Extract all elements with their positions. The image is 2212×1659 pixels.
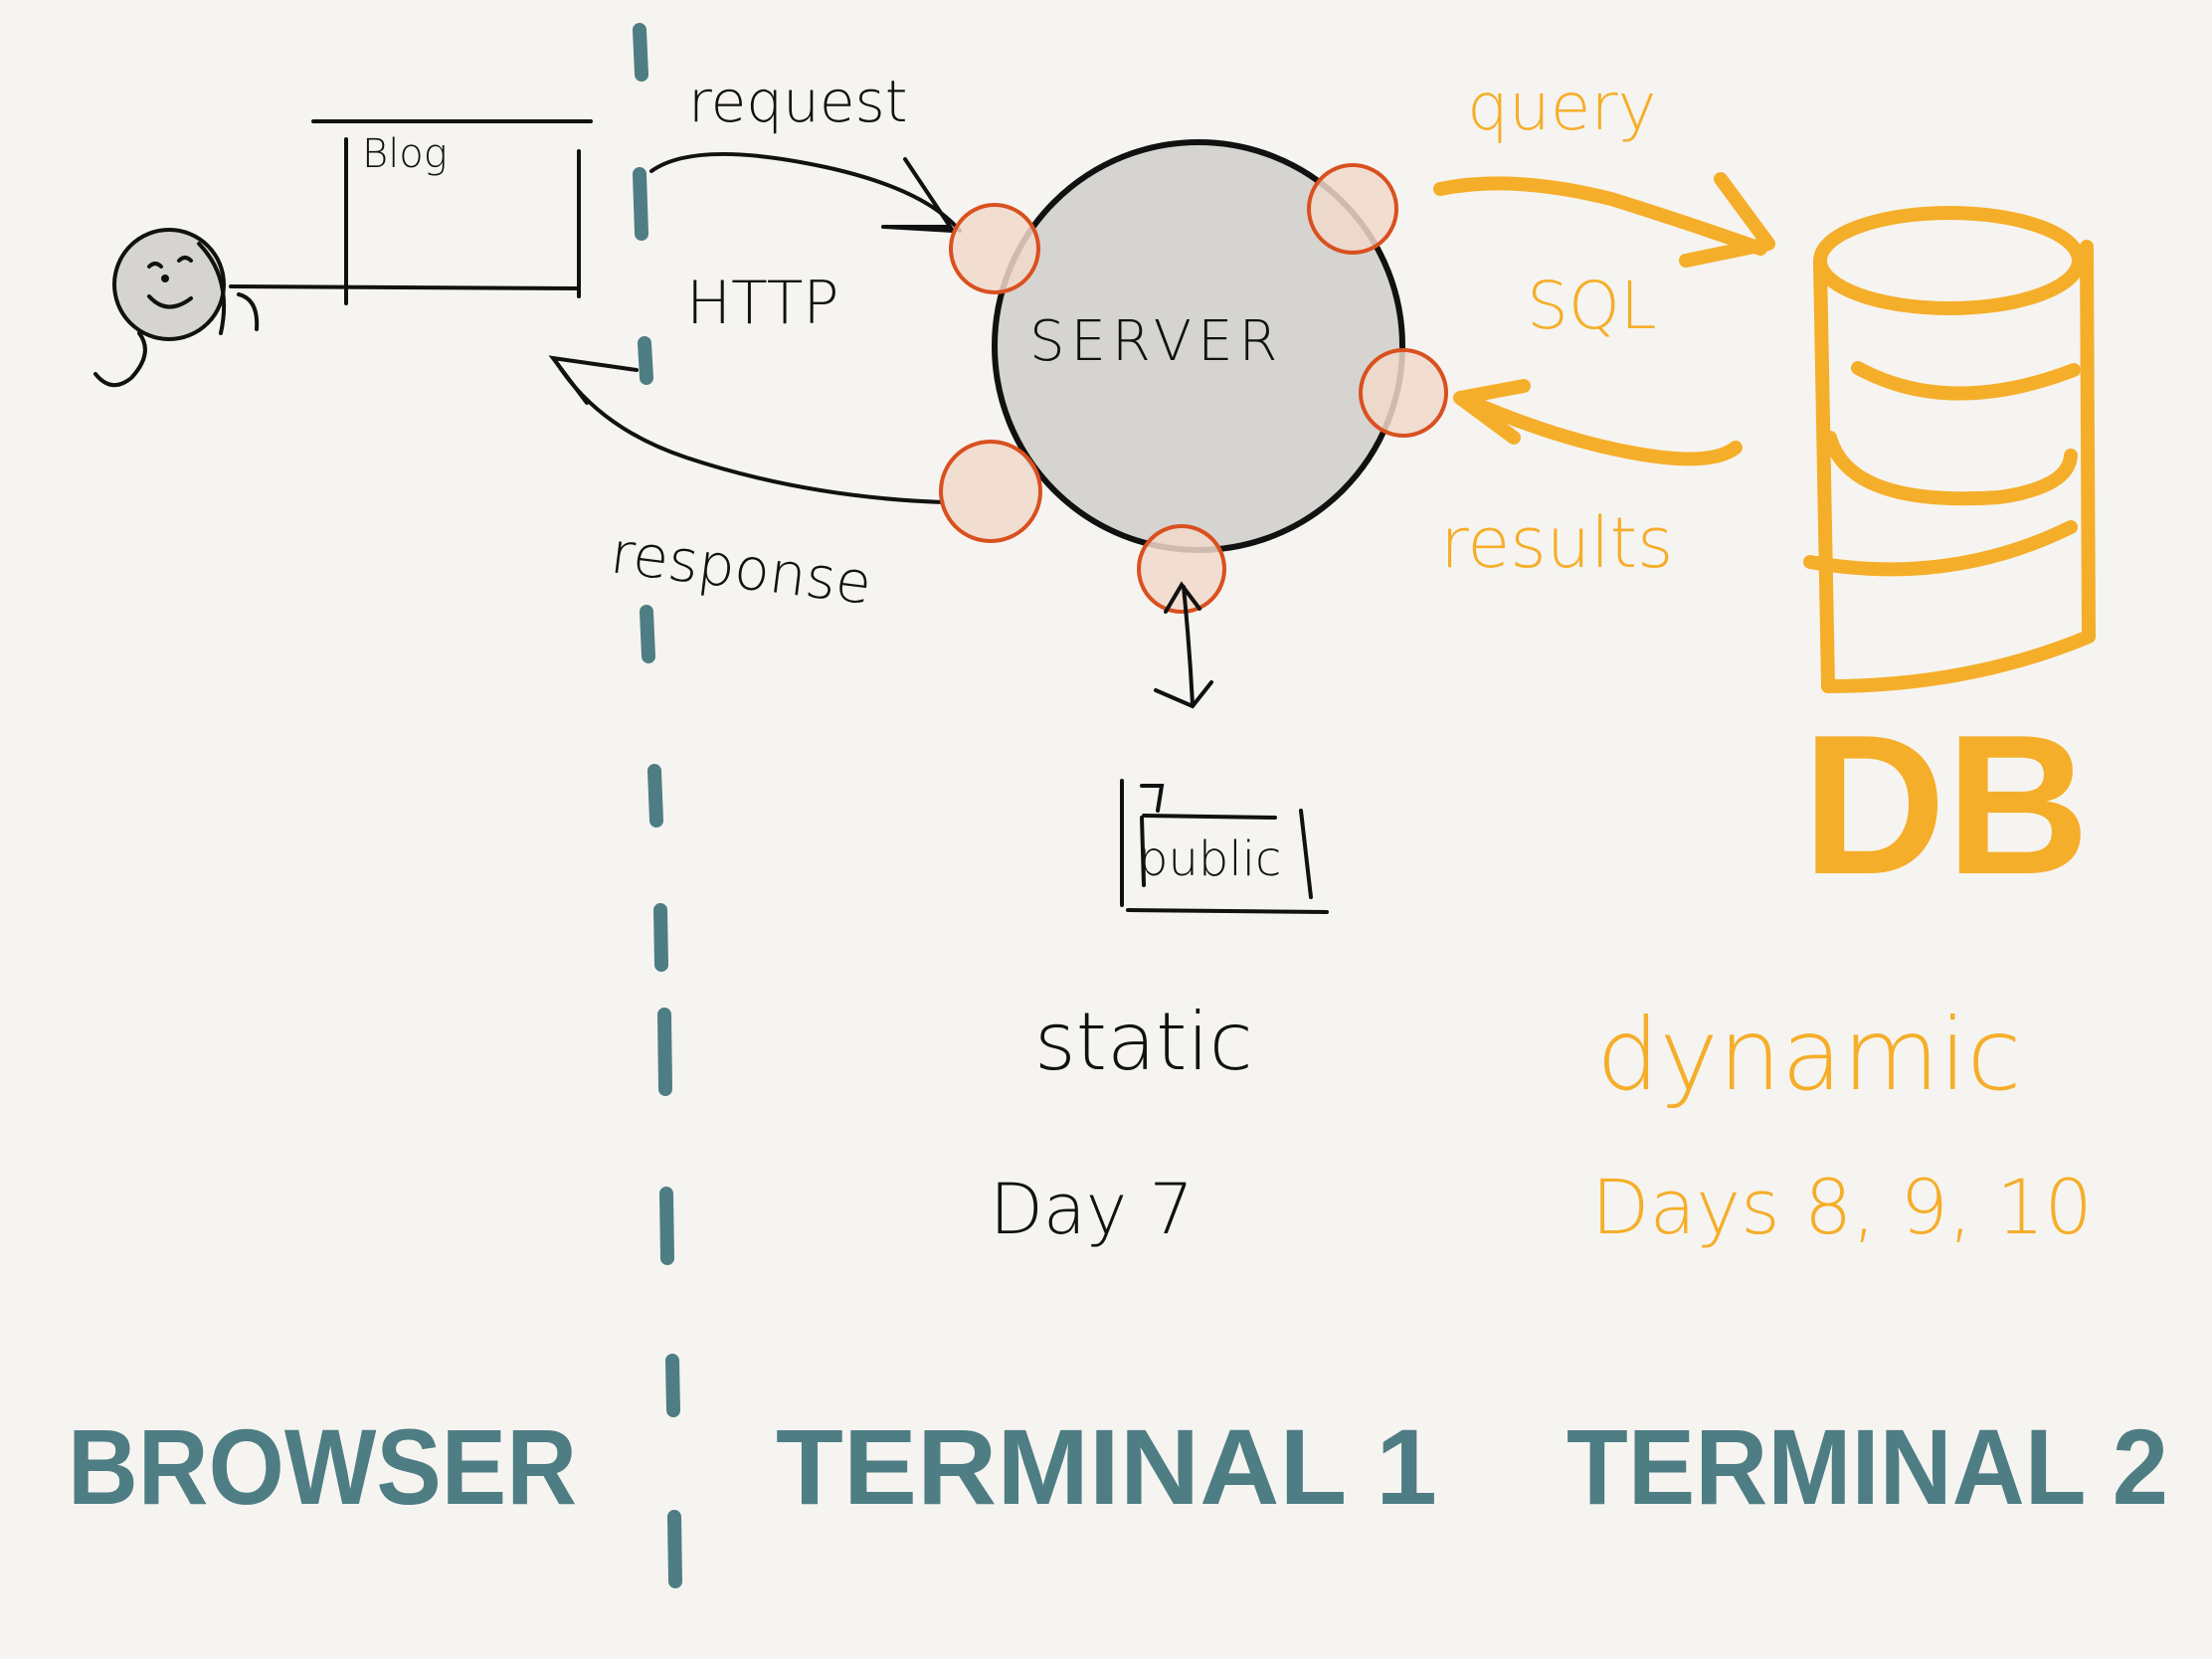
server-label: SERVER (1029, 309, 1283, 374)
day7-label: Day 7 (990, 1169, 1194, 1250)
request-arrowhead (881, 157, 957, 234)
static-label: static (1034, 996, 1253, 1088)
static-arrow (1154, 581, 1213, 709)
sql-label: SQL (1527, 268, 1657, 344)
request-arrow (649, 152, 962, 233)
port-http-in (949, 203, 1040, 294)
request-label: request (688, 68, 907, 135)
server-ports (939, 163, 1448, 614)
divider-line (633, 23, 682, 1588)
browser-title: BROWSER (68, 1406, 577, 1527)
dynamic-label: dynamic (1596, 997, 2022, 1113)
query-label: query (1467, 69, 1657, 145)
results-label: results (1440, 502, 1674, 584)
smiley-person-icon (93, 228, 579, 387)
response-label: response (607, 518, 875, 618)
days-dynamic-label: Days 8, 9, 10 (1591, 1163, 2093, 1251)
database-cylinder-icon (1803, 206, 2096, 693)
http-label: HTTP (686, 269, 839, 338)
port-query (1307, 163, 1398, 255)
blog-label: Blog (362, 131, 448, 177)
response-arrowhead (548, 355, 639, 405)
public-label: public (1138, 831, 1281, 887)
folder-icon (1120, 779, 1329, 914)
query-arrow (1433, 172, 1775, 268)
results-arrow (1453, 379, 1743, 466)
port-http-out (939, 440, 1042, 543)
response-arrow (553, 358, 945, 504)
port-static (1137, 524, 1226, 614)
terminal1-title: TERMINAL 1 (776, 1406, 1437, 1527)
blog-window (311, 119, 593, 305)
db-label: DB (1802, 694, 2090, 916)
port-results (1359, 348, 1448, 438)
terminal2-title: TERMINAL 2 (1567, 1406, 2168, 1527)
